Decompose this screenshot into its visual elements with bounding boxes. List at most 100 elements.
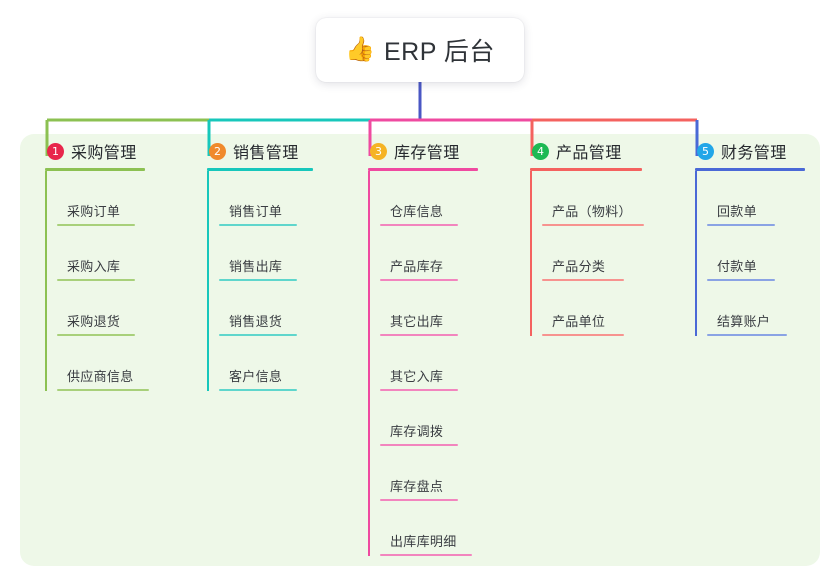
branch-leaf-list: 产品（物料） 产品分类产品单位: [530, 171, 644, 336]
branch-number-badge: 1: [47, 142, 64, 160]
leaf-node-label: 结算账户: [717, 314, 771, 329]
branch-number-badge: 2: [209, 142, 226, 160]
leaf-node-label: 出库库明细: [390, 534, 457, 549]
branch-title: 销售管理: [233, 145, 299, 162]
branch-spine: [45, 171, 47, 391]
leaf-underline: [380, 279, 458, 281]
leaf-node-label: 库存调拨: [390, 424, 444, 439]
leaf-node-label: 采购退货: [67, 314, 121, 329]
leaf-node-label: 付款单: [717, 259, 757, 274]
leaf-node[interactable]: 产品分类: [542, 226, 644, 281]
leaf-node-label: 产品库存: [390, 259, 444, 274]
leaf-node[interactable]: 销售出库: [219, 226, 313, 281]
root-node-card[interactable]: 👍 ERP 后台: [316, 18, 524, 82]
leaf-underline: [57, 224, 135, 226]
leaf-underline: [380, 224, 458, 226]
leaf-node[interactable]: 付款单: [707, 226, 805, 281]
branch-column: 5 财务管理回款单付款单结算账户: [695, 134, 805, 336]
leaf-node-label: 销售出库: [229, 259, 283, 274]
leaf-node[interactable]: 回款单: [707, 171, 805, 226]
branch-number-badge: 5: [697, 142, 714, 160]
leaf-underline: [380, 444, 458, 446]
branch-underline: [207, 168, 313, 171]
branch-title: 库存管理: [394, 145, 460, 162]
leaf-underline: [707, 334, 787, 336]
leaf-node[interactable]: 产品（物料）: [542, 171, 644, 226]
leaf-node[interactable]: 结算账户: [707, 281, 805, 336]
branches-panel: [20, 134, 820, 566]
branch-spine: [530, 171, 532, 336]
leaf-node[interactable]: 客户信息: [219, 336, 313, 391]
leaf-node[interactable]: 产品单位: [542, 281, 644, 336]
leaf-underline: [380, 389, 458, 391]
leaf-underline: [219, 224, 297, 226]
leaf-node[interactable]: 销售订单: [219, 171, 313, 226]
branch-underline: [368, 168, 478, 171]
leaf-node-label: 产品单位: [552, 314, 606, 329]
root-node-title: ERP 后台: [383, 38, 495, 66]
leaf-node-label: 销售退货: [229, 314, 283, 329]
branch-number-badge: 4: [532, 142, 549, 160]
leaf-underline: [219, 389, 297, 391]
branch-header[interactable]: 2 销售管理: [207, 134, 313, 168]
branch-header[interactable]: 3 库存管理: [368, 134, 478, 168]
leaf-node[interactable]: 仓库信息: [380, 171, 478, 226]
leaf-node-label: 其它入库: [390, 369, 444, 384]
leaf-node-label: 产品分类: [552, 259, 606, 274]
leaf-node[interactable]: 供应商信息: [57, 336, 149, 391]
branch-leaf-list: 仓库信息产品库存其它出库其它入库库存调拨库存盘点出库库明细: [368, 171, 478, 556]
branch-column: 1 采购管理采购订单采购入库采购退货供应商信息: [45, 134, 149, 391]
branch-spine: [207, 171, 209, 391]
leaf-underline: [707, 224, 775, 226]
leaf-node-label: 仓库信息: [390, 204, 444, 219]
leaf-underline: [380, 554, 472, 556]
leaf-node-label: 供应商信息: [67, 369, 134, 384]
branch-underline: [530, 168, 642, 171]
branch-title: 采购管理: [71, 145, 137, 162]
branch-leaf-list: 采购订单采购入库采购退货供应商信息: [45, 171, 149, 391]
leaf-underline: [219, 279, 297, 281]
leaf-node-label: 库存盘点: [390, 479, 444, 494]
branch-leaf-list: 销售订单销售出库销售退货客户信息: [207, 171, 313, 391]
leaf-underline: [57, 334, 135, 336]
branch-spine: [695, 171, 697, 336]
leaf-node[interactable]: 出库库明细: [380, 501, 478, 556]
branch-columns: 1 采购管理采购订单采购入库采购退货供应商信息 2 销售管理销售订单销售出库销售退货客…: [0, 134, 839, 566]
leaf-underline: [707, 279, 775, 281]
leaf-node[interactable]: 产品库存: [380, 226, 478, 281]
leaf-node-label: 客户信息: [229, 369, 283, 384]
branch-header[interactable]: 5 财务管理: [695, 134, 805, 168]
leaf-node[interactable]: 其它出库: [380, 281, 478, 336]
branch-spine: [368, 171, 370, 556]
branch-column: 2 销售管理销售订单销售出库销售退货客户信息: [207, 134, 313, 391]
leaf-node-label: 采购入库: [67, 259, 121, 274]
branch-title: 财务管理: [721, 145, 787, 162]
leaf-node[interactable]: 库存调拨: [380, 391, 478, 446]
thumbs-up-icon: 👍: [345, 36, 375, 63]
leaf-underline: [57, 389, 149, 391]
leaf-underline: [57, 279, 135, 281]
leaf-node-label: 采购订单: [67, 204, 121, 219]
leaf-underline: [542, 279, 624, 281]
leaf-node-label: 销售订单: [229, 204, 283, 219]
leaf-node[interactable]: 库存盘点: [380, 446, 478, 501]
branch-column: 3 库存管理仓库信息产品库存其它出库其它入库库存调拨库存盘点出库库明细: [368, 134, 478, 556]
leaf-node-label: 回款单: [717, 204, 757, 219]
leaf-node[interactable]: 销售退货: [219, 281, 313, 336]
leaf-node[interactable]: 其它入库: [380, 336, 478, 391]
branch-number-badge: 3: [370, 142, 387, 160]
branch-underline: [45, 168, 145, 171]
branch-underline: [695, 168, 805, 171]
leaf-underline: [542, 334, 624, 336]
leaf-node-label: 产品（物料）: [552, 204, 632, 219]
leaf-node[interactable]: 采购入库: [57, 226, 149, 281]
leaf-node[interactable]: 采购订单: [57, 171, 149, 226]
leaf-underline: [219, 334, 297, 336]
leaf-underline: [380, 334, 458, 336]
leaf-underline: [542, 224, 644, 226]
branch-header[interactable]: 1 采购管理: [45, 134, 149, 168]
leaf-node[interactable]: 采购退货: [57, 281, 149, 336]
